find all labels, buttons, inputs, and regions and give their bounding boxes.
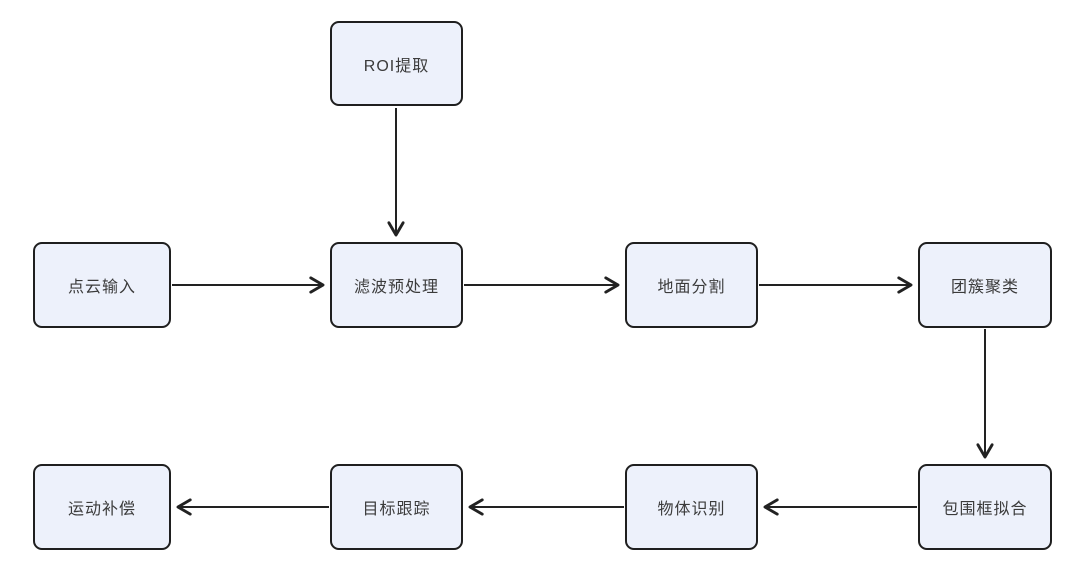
node-roi-extraction: ROI提取 bbox=[330, 21, 463, 106]
node-ground-segmentation: 地面分割 bbox=[625, 242, 758, 328]
node-ground-segmentation-label: 地面分割 bbox=[657, 279, 726, 296]
node-motion-compensation-label: 运动补偿 bbox=[67, 501, 136, 518]
node-bounding-box-fitting: 包围框拟合 bbox=[918, 464, 1052, 550]
node-bounding-box-fitting-label: 包围框拟合 bbox=[942, 501, 1028, 518]
node-target-tracking-label: 目标跟踪 bbox=[362, 501, 431, 518]
node-cluster-clustering-label: 团簇聚类 bbox=[950, 279, 1019, 296]
node-roi-extraction-label: ROI提取 bbox=[363, 57, 430, 75]
node-point-cloud-input: 点云输入 bbox=[33, 242, 171, 328]
node-object-recognition-label: 物体识别 bbox=[657, 501, 726, 518]
node-point-cloud-input-label: 点云输入 bbox=[67, 279, 136, 296]
node-cluster-clustering: 团簇聚类 bbox=[918, 242, 1052, 328]
node-filter-preprocess: 滤波预处理 bbox=[330, 242, 463, 328]
node-filter-preprocess-label: 滤波预处理 bbox=[353, 279, 439, 296]
node-motion-compensation: 运动补偿 bbox=[33, 464, 171, 550]
node-target-tracking: 目标跟踪 bbox=[330, 464, 463, 550]
node-object-recognition: 物体识别 bbox=[625, 464, 758, 550]
